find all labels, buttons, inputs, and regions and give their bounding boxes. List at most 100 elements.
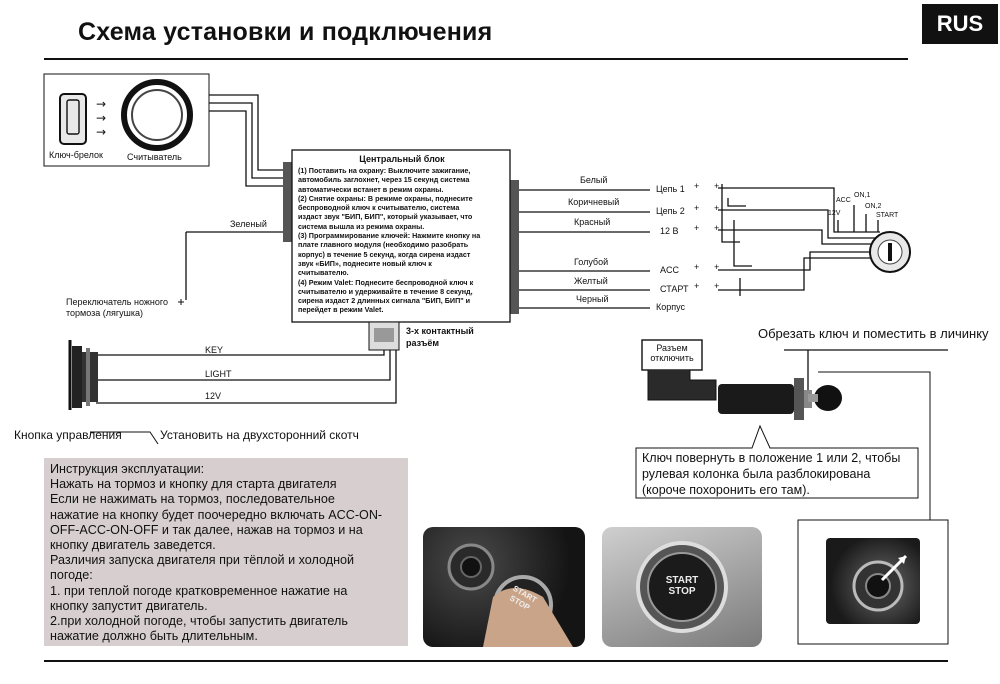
plus-mark-3: +	[694, 223, 700, 233]
central-unit-line: считывателю.	[298, 268, 349, 278]
plus-mark-4b: +	[714, 262, 720, 272]
keyfob-frame	[43, 73, 210, 167]
ground-target-label: Корпус	[656, 302, 686, 312]
instr-line: Если не нажимать на тормоз, последовател…	[50, 492, 335, 507]
disconnect-line2: отключить	[650, 353, 694, 363]
ign-start-label: START	[876, 212, 899, 219]
plus-mark-3b: +	[714, 223, 720, 233]
tape-label: Установить на двухсторонний скотч	[160, 428, 359, 442]
svg-text:→: →	[96, 111, 106, 125]
page-title: Схема установки и подключения	[78, 18, 493, 46]
connector-label-line1: 3-х контактный	[406, 326, 474, 336]
black-label: Черный	[576, 294, 609, 304]
connector-label-line2: разъём	[406, 338, 440, 348]
ign-wire-1	[718, 187, 880, 233]
12v-target-label: 12 В	[660, 226, 679, 236]
control-button-icon	[72, 346, 82, 408]
svg-text:→: →	[96, 97, 106, 111]
central-unit-line: (3) Программирование ключей: Нажмите кно…	[298, 231, 481, 241]
disconnect-line1: Разъем	[656, 343, 688, 353]
ign-acc-label: ACC	[836, 197, 851, 204]
instr-line: нажатие на кнопку будет поочередно включ…	[50, 507, 383, 522]
central-unit-line: корпус) в течение 5 секунд, когда сирена…	[298, 249, 471, 259]
light-wire	[96, 350, 391, 381]
reader-wire-2	[209, 102, 292, 179]
instr-line: погоде:	[50, 568, 93, 583]
reader-icon	[121, 79, 193, 151]
brake-switch-label: Переключатель ножного тормоза (лягушка)	[66, 297, 168, 319]
central-unit-line: система вышла из режима охраны.	[298, 221, 425, 231]
12v-wire	[96, 350, 397, 404]
central-unit-line: издаст звук "БИП, БИП", который указывае…	[298, 212, 473, 222]
keyfob-icon	[59, 93, 87, 145]
photo-hand-pressing-button: START STOP	[423, 527, 585, 647]
left-terminal	[283, 162, 292, 242]
photo2-button-line1: START	[665, 575, 699, 586]
plus-mark-5: +	[694, 281, 700, 291]
brown-label: Коричневый	[568, 197, 620, 207]
instr-line: OFF-ACC-ON-OFF и так далее, нажав на тор…	[50, 522, 363, 537]
central-unit-line: беспроводной ключ к считывателю, система	[298, 203, 460, 213]
disconnect-label: Разъем отключить	[646, 343, 698, 363]
instr-line: 1. при теплой погоде кратковременное наж…	[50, 583, 348, 598]
instr-line: Нажать на тормоз и кнопку для старта дви…	[50, 477, 337, 492]
instr-line: Инструкция эксплуатации:	[50, 462, 205, 476]
bottom-divider	[44, 660, 948, 662]
plus-mark-4: +	[694, 262, 700, 272]
photo2-button-text: START STOP	[602, 575, 762, 597]
instr-line: кнопку двигатель заведется.	[50, 538, 216, 553]
central-unit-box	[291, 149, 511, 323]
right-terminal	[510, 180, 519, 314]
photo-start-stop-button: START STOP	[602, 527, 762, 647]
reader-wire-1	[209, 94, 292, 171]
12v-wire-label: 12V	[205, 391, 222, 401]
central-unit-line: плате главного модуля (необходимо разобр…	[298, 240, 469, 250]
start-target-label: СТАРТ	[660, 284, 689, 294]
central-unit-line: (4) Режим Valet: Поднесите беспроводной …	[298, 277, 474, 287]
title-divider	[44, 58, 908, 60]
plus-mark-2b: +	[714, 203, 720, 213]
central-unit-title: Центральный блок	[359, 154, 445, 164]
instr-line: Различия запуска двигателя при тёплой и …	[50, 553, 355, 568]
ign-on1-label: ON,1	[854, 192, 871, 199]
disconnect-plug	[641, 339, 703, 371]
circuit2-label: Цепь 2	[656, 206, 685, 216]
instr-line: 2.при холодной погоде, чтобы запустить д…	[50, 614, 348, 629]
reader-label: Считыватель	[127, 152, 182, 162]
plus-mark-5b: +	[714, 281, 720, 291]
central-unit-line: сирена издаст 2 длинных сигнала "БИП, БИ…	[298, 296, 471, 306]
red-label: Красный	[574, 217, 611, 227]
key-head-icon	[814, 385, 842, 411]
key-note-line3: (короче похоронить его там).	[642, 483, 810, 497]
central-unit-line: (1) Поставить на охрану: Выключите зажиг…	[298, 166, 471, 175]
cut-key-label: Обрезать ключ и поместить в личинку	[758, 326, 989, 341]
control-button-label: Кнопка управления	[14, 428, 122, 442]
key-wire-label: KEY	[205, 345, 224, 355]
lock-cylinder	[718, 384, 794, 414]
ign-on2-label: ON,2	[865, 203, 882, 210]
brake-label-line2: тормоза (лягушка)	[66, 308, 144, 318]
instr-line: кнопку запустит двигатель.	[50, 598, 208, 613]
central-unit-line: звук «БИП», поднесите новый ключ к	[298, 258, 432, 268]
key-note-line2: рулевая колонка была разблокирована	[642, 467, 871, 481]
language-badge: RUS	[922, 4, 998, 44]
central-unit: Центральный блок (1) Поставить на охрану…	[298, 153, 506, 315]
key-note: Ключ повернуть в положение 1 или 2, чтоб…	[642, 450, 914, 498]
operating-instructions: Инструкция эксплуатации: Нажать на тормо…	[44, 458, 408, 646]
blue-label: Голубой	[574, 257, 609, 267]
light-wire-label: LIGHT	[205, 369, 232, 379]
green-wire-label: Зеленый	[230, 219, 267, 229]
connector-label: 3-х контактный разъём	[406, 325, 474, 349]
acc-target-label: ACC	[660, 265, 680, 275]
plus-mark-2: +	[694, 203, 700, 213]
photo-ignition-closeup	[826, 538, 920, 624]
plus-mark-1: +	[694, 181, 700, 191]
plus-mark-1b: +	[714, 181, 720, 191]
central-unit-line: перейдет в режим Valet.	[298, 305, 384, 315]
photo2-button-line2: STOP	[668, 586, 696, 597]
ign-12v-label: 12V	[828, 210, 841, 217]
white-label: Белый	[580, 175, 608, 185]
reader-wire-3	[209, 110, 292, 187]
instr-line: нажатие должно быть длительным.	[50, 629, 258, 644]
